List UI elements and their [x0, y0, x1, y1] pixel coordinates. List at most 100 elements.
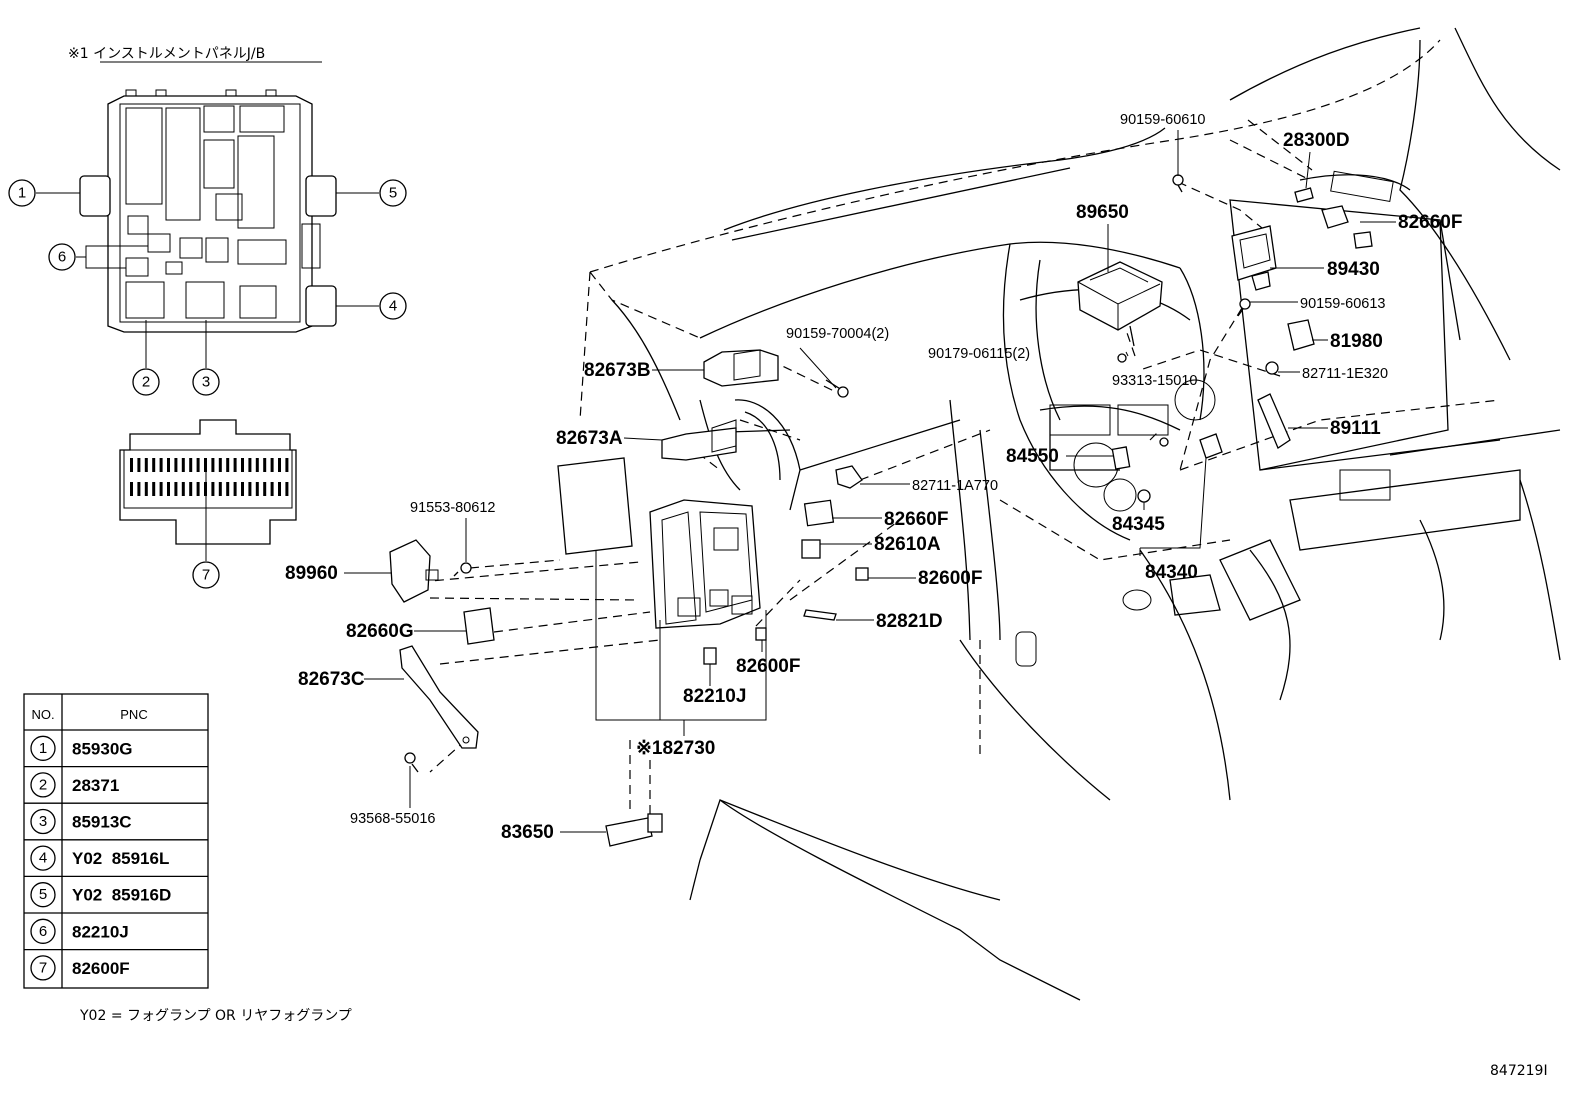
flasher-82610a	[801, 539, 821, 559]
junction-block-front-view	[79, 89, 337, 333]
callout-5: 5	[379, 179, 407, 207]
part-label: 83650	[501, 822, 554, 843]
part-label: 82821D	[876, 611, 943, 632]
relay-82660f-top	[1321, 205, 1349, 229]
clamp-82711-1e320	[1265, 361, 1279, 375]
junction-block-bottom-view	[119, 419, 297, 545]
bracket-82673c	[399, 645, 479, 749]
label-leaders	[344, 130, 1396, 833]
dashed-guides	[419, 119, 1313, 820]
table-row: 1 85930G	[30, 735, 133, 761]
table-row-number: 6	[39, 923, 47, 940]
part-label: 82711-1A770	[912, 478, 998, 494]
callout-2: 2	[132, 368, 160, 396]
part-label: 90159-70004(2)	[786, 326, 889, 342]
sensor-89111	[1257, 393, 1291, 449]
screw-93568-55016	[404, 752, 419, 773]
ecu-89650	[1077, 261, 1163, 347]
relay-82660g	[463, 607, 495, 645]
table-row-number: 5	[39, 886, 47, 903]
fuse-82600f-lower	[755, 627, 767, 641]
callout-leaders	[36, 192, 379, 561]
bolt-90159-70004	[825, 379, 849, 398]
callout-number: 1	[18, 185, 26, 202]
callout-number: 2	[142, 374, 150, 391]
part-label: 91553-80612	[410, 500, 495, 516]
part-label: 82673B	[584, 360, 651, 381]
part-label: 28300D	[1283, 130, 1350, 151]
table-row: 5 Y02 85916D	[24, 875, 208, 908]
table-header-no: NO.	[31, 707, 54, 722]
table-row-pnc: 85913C	[72, 813, 132, 832]
unit-89960	[389, 539, 439, 603]
callout-number: 6	[58, 249, 66, 266]
part-label: 93313-15010	[1112, 373, 1197, 389]
part-label: 90159-60613	[1300, 296, 1385, 312]
part-label: ※182730	[636, 738, 715, 759]
part-label: 82210J	[683, 686, 746, 707]
part-label: 84345	[1112, 514, 1165, 535]
table-row-number: 7	[39, 959, 47, 976]
table-row-pnc: 82210J	[72, 922, 129, 941]
table-row-number: 3	[39, 813, 47, 830]
part-label: 90179-06115(2)	[928, 346, 1030, 362]
unit-89430	[1231, 225, 1277, 291]
parts	[389, 174, 1373, 847]
part-label: 82711-1E320	[1302, 366, 1388, 382]
part-82821d	[803, 609, 837, 621]
table-row-pnc: Y02 85916D	[72, 886, 171, 905]
clamp-82711-1a770	[835, 465, 863, 489]
switch-84550	[1111, 446, 1131, 470]
table-row: 3 85913C	[24, 802, 208, 835]
part-label: 81980	[1330, 331, 1383, 352]
relay-82210j	[703, 647, 717, 665]
callout-number-layer: 1 2 3 4 5 6 7	[8, 179, 407, 589]
part-label: 82600F	[736, 656, 800, 677]
part-label: 82673C	[298, 669, 365, 690]
junction-block-82730	[649, 499, 761, 629]
callout-1: 1	[8, 179, 36, 207]
legend-note: Y02 = フォグランプ OR リヤフォグランプ	[79, 1008, 352, 1024]
screw-91553-80612	[453, 562, 472, 577]
bolt-90159-60610	[1172, 174, 1184, 193]
nut-90179-06115	[1117, 353, 1127, 363]
callout-3: 3	[192, 368, 220, 396]
relay-82660f	[803, 499, 835, 527]
table-row-pnc: Y02 85916L	[72, 849, 169, 868]
table-row-pnc: 82600F	[72, 959, 130, 978]
callout-6: 6	[48, 243, 76, 271]
part-label: 89111	[1330, 418, 1381, 439]
callout-number: 3	[202, 374, 210, 391]
callout-4: 4	[379, 292, 407, 320]
relay-28300d	[1294, 187, 1314, 203]
part-label: 89430	[1327, 259, 1380, 280]
switch-81980	[1287, 319, 1315, 351]
part-label: 89960	[285, 563, 338, 584]
part-label: 82660F	[884, 509, 948, 530]
switch-83650	[605, 813, 663, 847]
switch-84345	[1137, 489, 1151, 503]
part-label: 82660G	[346, 621, 414, 642]
table-row-number: 1	[39, 740, 47, 757]
connector-84340	[1199, 433, 1223, 459]
part-label: 90159-60610	[1120, 112, 1205, 128]
table-row-pnc: 85930G	[72, 739, 133, 758]
table-row-number: 2	[39, 776, 47, 793]
table-row-number: 4	[39, 850, 47, 867]
bracket-82673b	[703, 349, 779, 387]
bolt-90159-60613	[1237, 298, 1251, 317]
part-label: 93568-55016	[350, 811, 435, 827]
callout-number: 7	[202, 567, 210, 584]
callout-number: 4	[389, 298, 397, 315]
part-label: 82660F	[1398, 212, 1462, 233]
inset-title: ※1 インストルメントパネルJ/B	[68, 46, 265, 62]
ecu-board	[557, 457, 633, 555]
table-header-pnc: PNC	[120, 707, 147, 722]
bracket-82673a	[661, 419, 737, 461]
part-label: 89650	[1076, 202, 1129, 223]
table-row: 6 82210J	[24, 912, 208, 944]
part-label: 84340	[1145, 562, 1198, 583]
